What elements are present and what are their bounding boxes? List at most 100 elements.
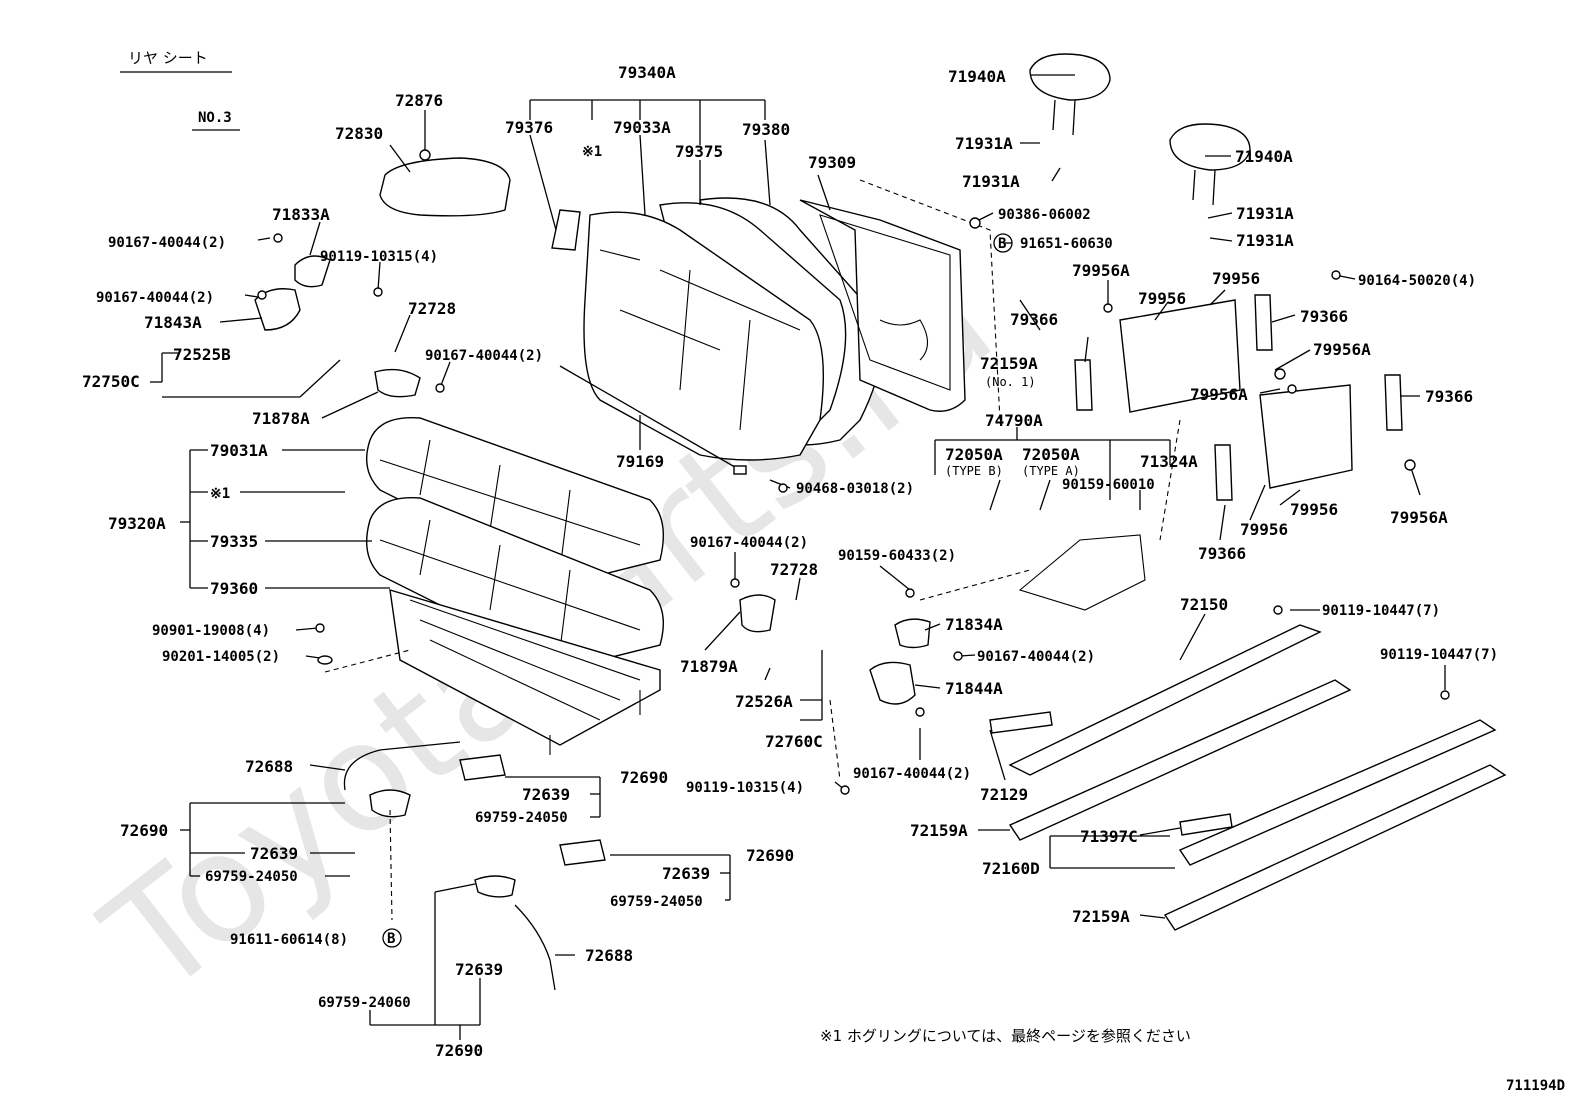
dashed-line-a: [859, 179, 1001, 421]
panel-79956-drawing: [1074, 294, 1403, 501]
callout-label: 79375: [675, 142, 723, 161]
callout-label: (TYPE A): [1022, 464, 1080, 478]
seat-rails-drawing: [989, 624, 1507, 931]
knob-71878A: [374, 368, 421, 398]
callout-label: 71940A: [1235, 147, 1293, 166]
callout-label: 71940A: [948, 67, 1006, 86]
seat-back-drawing: [551, 197, 966, 461]
callout-label: 72050A: [945, 445, 1003, 464]
callout-label: 72639: [662, 864, 710, 883]
callout-label: 79320A: [108, 514, 166, 533]
callout-label: 79956A: [1072, 261, 1130, 280]
callout-label: 79366: [1425, 387, 1473, 406]
callout-label: 90164-50020(4): [1358, 273, 1476, 289]
cover-71844A: [869, 661, 916, 705]
switch-72690-c: [369, 789, 411, 818]
callout-label: 79956: [1138, 289, 1186, 308]
callout-label: 90119-10447(7): [1322, 603, 1440, 619]
callout-label: 79380: [742, 120, 790, 139]
bolt-b-label-b: B: [387, 931, 395, 947]
callout-label: 79376: [505, 118, 553, 137]
armrest-drawing: [379, 157, 511, 217]
callout-label: 71931A: [1236, 204, 1294, 223]
callout-label: 71324A: [1140, 452, 1198, 471]
footnote-text: ※1 ホグリングについては、最終ページを参照ください: [820, 1027, 1191, 1045]
callout-label: 79366: [1300, 307, 1348, 326]
callout-label: 72830: [335, 124, 383, 143]
callout-label: 69759-24060: [318, 995, 411, 1011]
callout-label: 90468-03018(2): [796, 481, 914, 497]
callout-label: 79169: [616, 452, 664, 471]
callout-label: 72050A: [1022, 445, 1080, 464]
callout-label: 90386-06002: [998, 207, 1091, 223]
callout-label: 72159A: [910, 821, 968, 840]
page-title: リヤ シート: [128, 49, 208, 67]
cable-end: [733, 465, 747, 475]
callout-label: 71878A: [252, 409, 310, 428]
callout-label: 79031A: [210, 441, 268, 460]
callout-label: 91611-60614(8): [230, 932, 348, 948]
callout-label: 79956: [1290, 500, 1338, 519]
cover-71834A: [894, 618, 931, 649]
callout-label: 69759-24050: [610, 894, 703, 910]
switch-72690-d: [474, 875, 516, 898]
callout-label: 72639: [522, 785, 570, 804]
bolt-b-symbol-a: [993, 233, 1013, 253]
bolt-b-symbol-b: [382, 928, 402, 948]
callout-label: 71879A: [680, 657, 738, 676]
callout-label: 72690: [435, 1041, 483, 1060]
callout-label: 71397C: [1080, 827, 1138, 846]
bolt-b-label-a: B: [998, 236, 1006, 252]
callout-label: 90119-10315(4): [686, 780, 804, 796]
callout-label: 72750C: [82, 372, 140, 391]
callout-label: 69759-24050: [475, 810, 568, 826]
callout-label: 71844A: [945, 679, 1003, 698]
callout-label: 79335: [210, 532, 258, 551]
fastener-drawings: [257, 149, 1450, 795]
callout-label: 90901-19008(4): [152, 623, 270, 639]
callout-label: 69759-24050: [205, 869, 298, 885]
cable-79169: [559, 365, 741, 471]
switch-72690-a: [459, 754, 506, 781]
callout-label-note: ※1: [210, 486, 230, 502]
page-subtitle: NO.3: [198, 110, 232, 126]
dashed-line-d: [389, 809, 393, 921]
callout-label: 90201-14005(2): [162, 649, 280, 665]
callout-label: 79956A: [1190, 385, 1248, 404]
callout-label: 72159A: [980, 354, 1038, 373]
callout-label: 90159-60010: [1062, 477, 1155, 493]
callout-labels: 79340A 79376 ※1 79033A 79375 79380 79309…: [82, 63, 1498, 1060]
callout-label: 72690: [120, 821, 168, 840]
callout-label: 72639: [250, 844, 298, 863]
callout-label: (TYPE B): [945, 464, 1003, 478]
callout-label: 91651-60630: [1020, 236, 1113, 252]
callout-label: 90167-40044(2): [108, 235, 226, 251]
callout-label: 72728: [770, 560, 818, 579]
headrest-b-drawing: [1169, 123, 1251, 206]
callout-label: 79956A: [1313, 340, 1371, 359]
callout-label: 72690: [620, 768, 668, 787]
callout-label: 72688: [585, 946, 633, 965]
callout-label: 72129: [980, 785, 1028, 804]
callout-label: 79366: [1198, 544, 1246, 563]
callout-label: 90167-40044(2): [977, 649, 1095, 665]
callout-label: 71931A: [1236, 231, 1294, 250]
leader-lines: [150, 74, 1446, 1040]
harness-72688-a: [343, 741, 461, 791]
callout-label: 90119-10447(7): [1380, 647, 1498, 663]
callout-label: 79033A: [613, 118, 671, 137]
callout-label: 79956: [1240, 520, 1288, 539]
callout-label: 71833A: [272, 205, 330, 224]
callout-label: 72690: [746, 846, 794, 865]
callout-label: 79309: [808, 153, 856, 172]
callout-label: 72876: [395, 91, 443, 110]
callout-label: 79956A: [1390, 508, 1448, 527]
callout-label: 72159A: [1072, 907, 1130, 926]
lever-71843A: [254, 288, 301, 331]
seat-frame-drawing: [1018, 534, 1146, 611]
callout-label: 72160D: [982, 859, 1040, 878]
callout-label: 79360: [210, 579, 258, 598]
callout-label: (No. 1): [985, 375, 1036, 389]
figure-code: 711194D: [1506, 1078, 1565, 1094]
